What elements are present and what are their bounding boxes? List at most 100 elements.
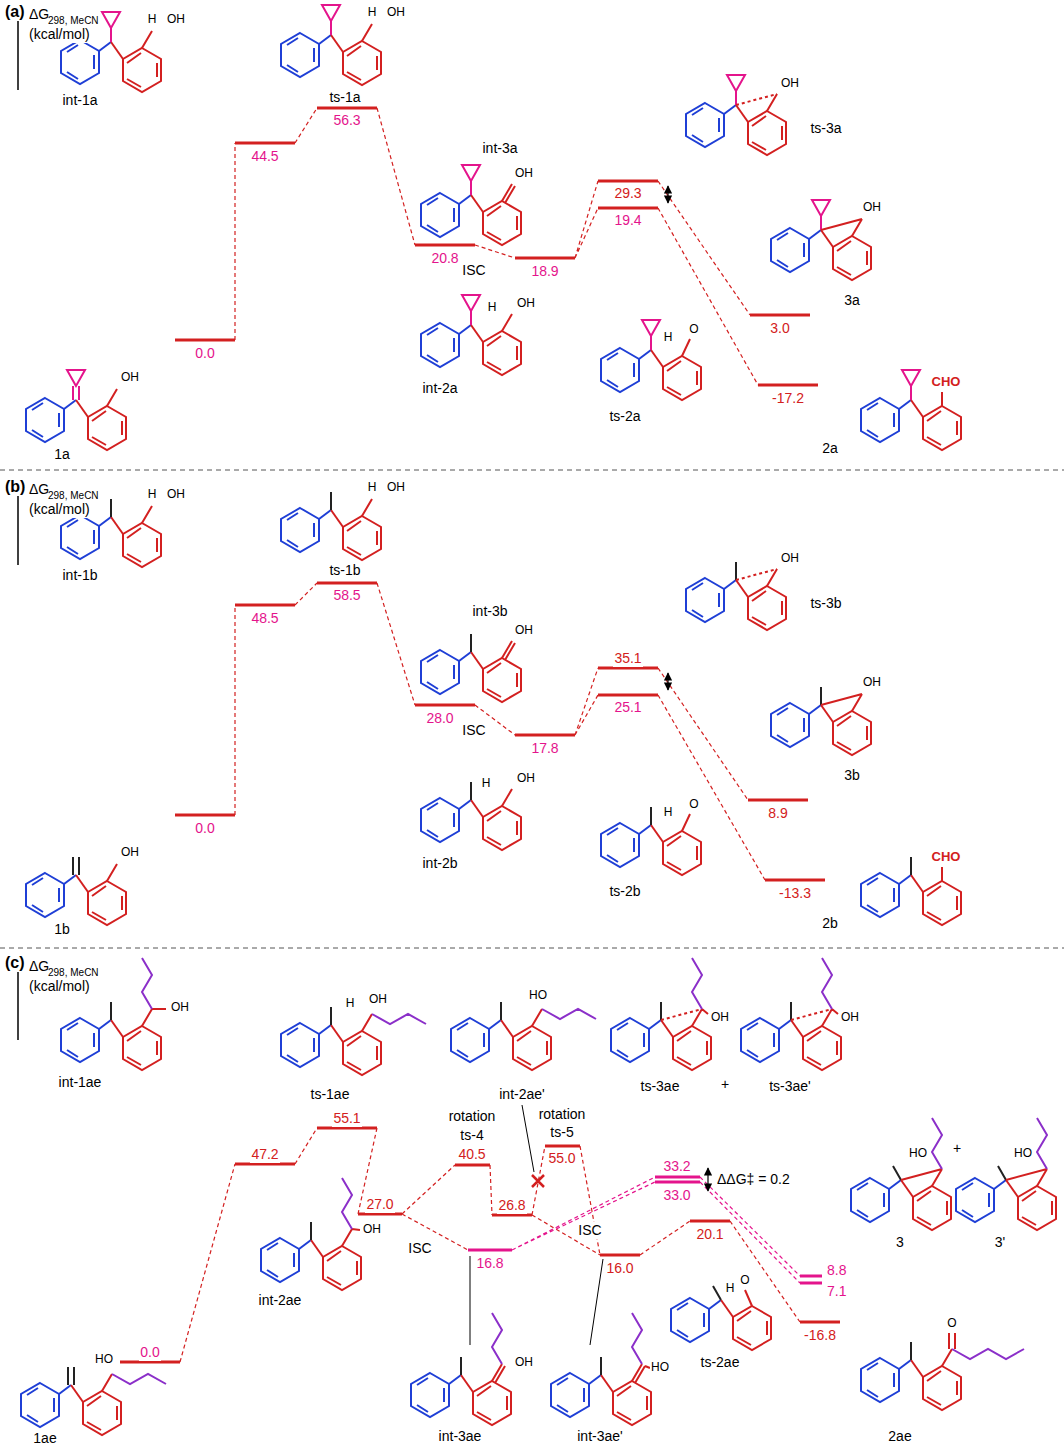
panel-letter: (c) — [4, 953, 26, 972]
species-label: int-3b — [471, 603, 508, 620]
atom-label: H — [487, 300, 498, 314]
atom-label: H — [663, 805, 674, 819]
species-label: 3a — [843, 292, 861, 309]
atom-label: O — [688, 797, 699, 811]
annotation: rotation — [538, 1106, 587, 1123]
atom-label: H — [147, 487, 158, 501]
species-label: 3b — [843, 767, 861, 784]
panel-separators — [0, 470, 1064, 948]
annotation: ISC — [461, 722, 486, 739]
axis-label: (kcal/mol) — [28, 26, 91, 43]
atom-label: H — [367, 480, 378, 494]
atom-label: O — [739, 1273, 750, 1287]
annotation: + — [952, 1140, 962, 1157]
energy-value: 25.1 — [613, 699, 642, 716]
species-label: ts-2a — [608, 408, 641, 425]
atom-label: H — [367, 5, 378, 19]
energy-value: 26.8 — [497, 1197, 526, 1214]
species-label: int-1b — [61, 567, 98, 584]
atom-label: OH — [516, 771, 536, 785]
energy-levels — [120, 108, 840, 1362]
energy-value: 19.4 — [613, 212, 642, 229]
species-label: ts-2b — [608, 883, 641, 900]
energy-value: 20.8 — [430, 250, 459, 267]
energy-value: 55.0 — [547, 1150, 576, 1167]
atom-label: HO — [650, 1360, 670, 1374]
energy-value: 0.0 — [194, 345, 215, 362]
annotation: rotation — [448, 1108, 497, 1125]
atom-label: OH — [514, 1355, 534, 1369]
atom-label: OH — [780, 551, 800, 565]
atom-label: HO — [528, 988, 548, 1002]
energy-value: 35.1 — [613, 650, 642, 667]
species-label: int-3ae — [438, 1428, 483, 1445]
energy-value: -13.3 — [778, 885, 812, 902]
axis-label: ΔG — [28, 481, 50, 498]
energy-value: 29.3 — [613, 185, 642, 202]
axes — [17, 8, 19, 1040]
axis-label: (kcal/mol) — [28, 978, 91, 995]
axis-label: ΔG — [28, 958, 50, 975]
annotation: ISC — [407, 1240, 432, 1257]
atom-label: H — [147, 12, 158, 26]
energy-value: 48.5 — [250, 610, 279, 627]
species-label: ts-3a — [809, 120, 842, 137]
atom-label: H — [663, 330, 674, 344]
species-label: 3 — [895, 1234, 905, 1251]
species-label: ts-3b — [809, 595, 842, 612]
atom-label: OH — [514, 623, 534, 637]
energy-value: 0.0 — [139, 1344, 160, 1361]
species-label: ts-5 — [549, 1124, 574, 1141]
atom-label: OH — [362, 1222, 382, 1236]
species-label: 2ae — [887, 1428, 912, 1445]
reaction-paths — [180, 108, 800, 1362]
energy-value: 16.0 — [605, 1260, 634, 1277]
atom-label: HO — [94, 1352, 114, 1366]
species-label: int-3a — [481, 140, 518, 157]
energy-value: -17.2 — [771, 390, 805, 407]
atom-label: OH — [166, 12, 186, 26]
species-label: ts-1ae — [310, 1086, 351, 1103]
species-label: int-3ae' — [576, 1428, 623, 1445]
axis-label: ΔG — [28, 6, 50, 23]
structures — [21, 5, 1056, 1435]
species-label: int-2a — [421, 380, 458, 397]
species-label: int-2ae — [258, 1292, 303, 1309]
species-label: ts-1b — [328, 562, 361, 579]
energy-value: 55.1 — [332, 1110, 361, 1127]
marks — [470, 186, 708, 1345]
annotation: + — [720, 1076, 730, 1093]
species-label: 1ae — [32, 1430, 57, 1447]
energy-value: 33.2 — [662, 1158, 691, 1175]
species-label: int-1a — [61, 92, 98, 109]
energy-value: 58.5 — [332, 587, 361, 604]
axis-label: (kcal/mol) — [28, 501, 91, 518]
energy-value: 18.9 — [530, 263, 559, 280]
species-label: ts-3ae' — [768, 1078, 812, 1095]
species-label: ts-3ae — [640, 1078, 681, 1095]
energy-value: 7.1 — [826, 1283, 847, 1300]
atom-label: CHO — [931, 849, 962, 865]
energy-value: 8.9 — [767, 805, 788, 822]
energy-value: 27.0 — [365, 1196, 394, 1213]
species-label: ts-4 — [459, 1127, 484, 1144]
atom-label: H — [725, 1281, 736, 1295]
energy-value: 56.3 — [332, 112, 361, 129]
atom-label: OH — [514, 166, 534, 180]
species-label: ts-1a — [328, 89, 361, 106]
atom-label: OH — [862, 675, 882, 689]
atom-label: OH — [166, 487, 186, 501]
annotation: ISC — [577, 1222, 602, 1239]
energy-value: 16.8 — [475, 1255, 504, 1272]
energy-value: 8.8 — [826, 1262, 847, 1279]
energy-value: 0.0 — [194, 820, 215, 837]
energy-value: 44.5 — [250, 148, 279, 165]
energy-value: 47.2 — [250, 1146, 279, 1163]
atom-label: HO — [1013, 1146, 1033, 1160]
energy-value: 17.8 — [530, 740, 559, 757]
atom-label: OH — [516, 296, 536, 310]
species-label: 3' — [994, 1234, 1006, 1251]
atom-label: OH — [386, 480, 406, 494]
